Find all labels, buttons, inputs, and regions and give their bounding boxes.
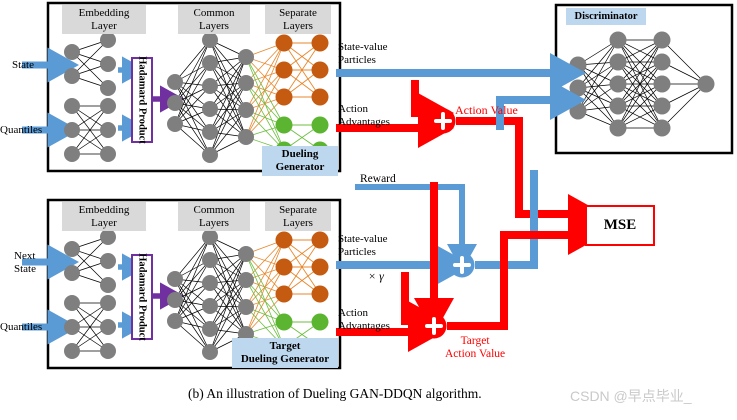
flow-target-action-value-to-mse [447,215,604,330]
flow-blue-sum-out [475,170,538,269]
target-hadamard-label: Hadamard Product [136,253,148,341]
online-embedding-nodes-top [64,32,116,96]
gamma-multiplier-label: × γ [368,269,384,283]
online-hadamard-input-arrows [118,56,147,142]
target-embedding-label-line1: Embedding [78,204,130,216]
online-output-svp-line1: State-value [338,41,388,53]
online-generator-label-line2: Generator [275,161,325,173]
target-action-value-line1: Target [460,335,490,347]
discriminator-label: Discriminator [566,8,646,25]
reward-label: Reward [360,173,396,185]
target-separate-label-line2: Layers [283,216,313,229]
online-hadamard-label: Hadamard Product [136,56,148,144]
target-generator-label: Target Dueling Generator [232,338,338,368]
target-output-svp-line1: State-value [338,233,388,245]
online-generator-label-line1: Dueling [281,148,319,160]
online-embedding-label-line2: Layer [91,19,117,32]
input-label-quantiles: Quantiles [0,124,43,136]
target-action-value-line2: Action Value [445,348,506,360]
target-embedding-nodes-bottom [64,295,116,359]
target-action-value-sum-junction [421,313,447,339]
target-layer-label-common: Common Layers [178,202,250,231]
figure-caption: (b) An illustration of Dueling GAN-DDQN … [188,386,482,401]
online-common-label-line2: Layers [199,19,229,32]
flow-action-value-to-discriminator [496,80,586,130]
online-output-aa-line1: Action [338,103,368,115]
input-label-quantiles-target: Quantiles [0,321,43,333]
target-embedding-label-line2: Layer [91,216,117,229]
input-label-state: State [12,59,34,71]
online-embedding-nodes-bottom [64,98,116,162]
target-generator-label-line2: Dueling Generator [240,353,330,365]
online-layer-label-common: Common Layers [178,5,250,34]
input-next-state-line2: State [14,262,36,275]
target-output-aa-line2: Advantages [338,319,390,332]
target-hadamard-product-box: Hadamard Product [131,253,153,341]
online-output-action-advantages: Action Advantages [338,103,390,128]
action-value-sum-junction [430,108,456,134]
online-generator-label: Dueling Generator [262,146,338,176]
online-output-state-value-particles: State-value Particles [338,41,387,66]
target-generator-label-line1: Target [269,340,301,352]
target-embedding-nodes-top [64,229,116,293]
target-separate-orange-nodes [275,231,329,303]
target-common-label-line2: Layers [199,216,229,229]
target-layer-label-separate: Separate Layers [265,202,331,231]
online-input-arrows [22,47,79,148]
online-separate-label-line1: Separate [279,7,317,19]
flow-target-state-value-branch [401,272,444,341]
target-output-aa-line1: Action [338,307,368,319]
input-next-state-line1: Next [14,250,36,262]
csdn-watermark: CSDN @早点毕业_ [570,388,692,404]
target-layer-label-embedding: Embedding Layer [62,202,146,231]
action-value-label: Action Value [455,103,518,117]
online-output-svp-line2: Particles [338,53,376,66]
flow-action-value-to-mse [456,117,604,234]
target-output-action-advantages: Action Advantages [338,307,390,332]
online-common-nodes [167,32,254,163]
target-common-nodes [167,229,254,360]
online-output-aa-line2: Advantages [338,115,390,128]
target-input-arrows [22,244,79,345]
mse-box: MSE [585,205,655,246]
online-separate-orange-nodes [275,34,329,106]
target-action-value-label: Target Action Value [445,335,505,361]
online-hadamard-product-box: Hadamard Product [131,56,153,144]
target-output-state-value-particles: State-value Particles [338,233,387,258]
online-layer-label-embedding: Embedding Layer [62,5,146,34]
target-separate-label-line1: Separate [279,204,317,216]
target-sum-junction [449,252,475,278]
target-output-svp-line2: Particles [338,245,376,258]
input-label-next-state: Next State [14,250,36,275]
flow-reward-to-sum [355,184,477,271]
online-common-label-line1: Common [193,7,235,19]
target-common-label-line1: Common [193,204,235,216]
online-separate-label-line2: Layers [283,19,313,32]
online-embedding-label-line1: Embedding [78,7,130,19]
flow-online-state-value-branch-to-sum [411,80,454,133]
online-layer-label-separate: Separate Layers [265,5,331,34]
target-hadamard-input-arrows [118,253,147,339]
